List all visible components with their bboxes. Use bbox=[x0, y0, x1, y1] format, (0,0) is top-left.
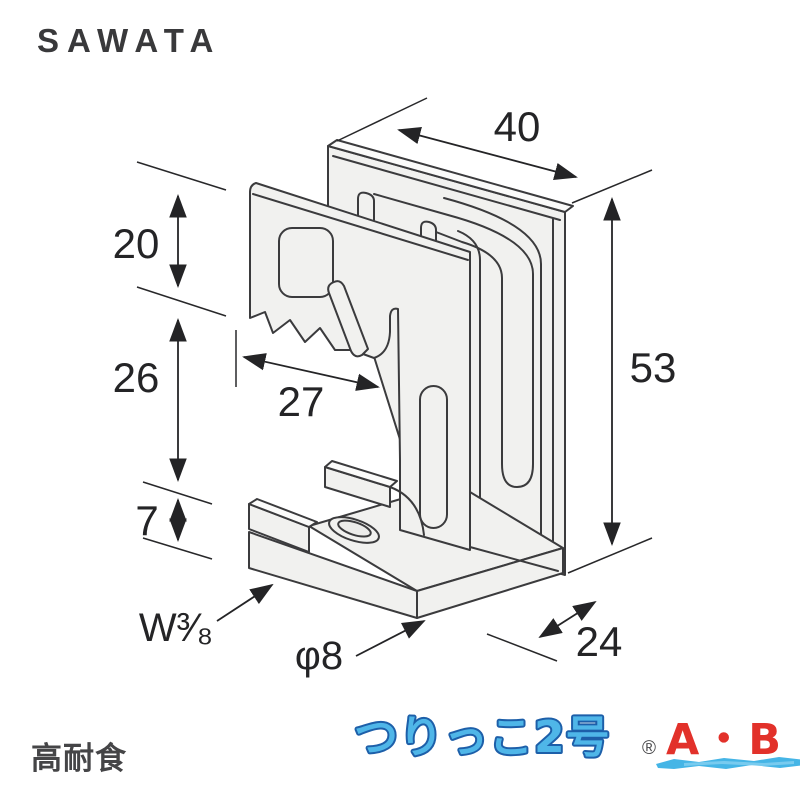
leader-thread-size bbox=[216, 583, 274, 622]
product-brand-line: つりっこ2号 ® A・B bbox=[352, 706, 800, 769]
fold-line bbox=[457, 230, 481, 550]
flange-hole bbox=[328, 516, 380, 544]
dim-label-top-width: 40 bbox=[494, 103, 541, 150]
dim-line-top-width bbox=[397, 127, 578, 180]
registered-trademark-icon: ® bbox=[642, 738, 656, 759]
brand-logo: SAWATA bbox=[37, 22, 222, 59]
dim-line-throat-depth bbox=[242, 353, 380, 391]
dim-label-throat-depth: 27 bbox=[278, 378, 325, 425]
product-variant: A・B bbox=[666, 715, 785, 765]
corrosion-resistance-badge: 高耐食 bbox=[31, 741, 127, 777]
stiffening-bead bbox=[373, 193, 534, 488]
jaw-window bbox=[278, 227, 334, 298]
front-jaw-plate bbox=[249, 182, 471, 551]
product-variant-wrap: A・B bbox=[656, 719, 800, 769]
dim-label-base-depth: 24 bbox=[576, 618, 623, 665]
leader-hole-diameter bbox=[355, 620, 426, 657]
dim-label-upper-jaw: 20 bbox=[113, 220, 160, 267]
bolt-slot bbox=[419, 385, 448, 529]
product-name: つりっこ2号 bbox=[352, 710, 612, 764]
product-name-text: つりっこ2号 bbox=[354, 712, 611, 763]
dim-label-overall-height: 53 bbox=[630, 344, 677, 391]
dim-line-base-depth bbox=[538, 600, 597, 639]
dim-label-jaw-opening: 26 bbox=[113, 354, 160, 401]
dim-label-hole-diameter: φ8 bbox=[295, 634, 343, 678]
dim-label-lip-height: 7 bbox=[135, 497, 158, 544]
fold-line bbox=[443, 197, 542, 557]
extension-lines bbox=[136, 97, 653, 662]
brush-underline bbox=[656, 757, 800, 769]
dim-label-thread-size: W³⁄₈ bbox=[139, 606, 213, 650]
